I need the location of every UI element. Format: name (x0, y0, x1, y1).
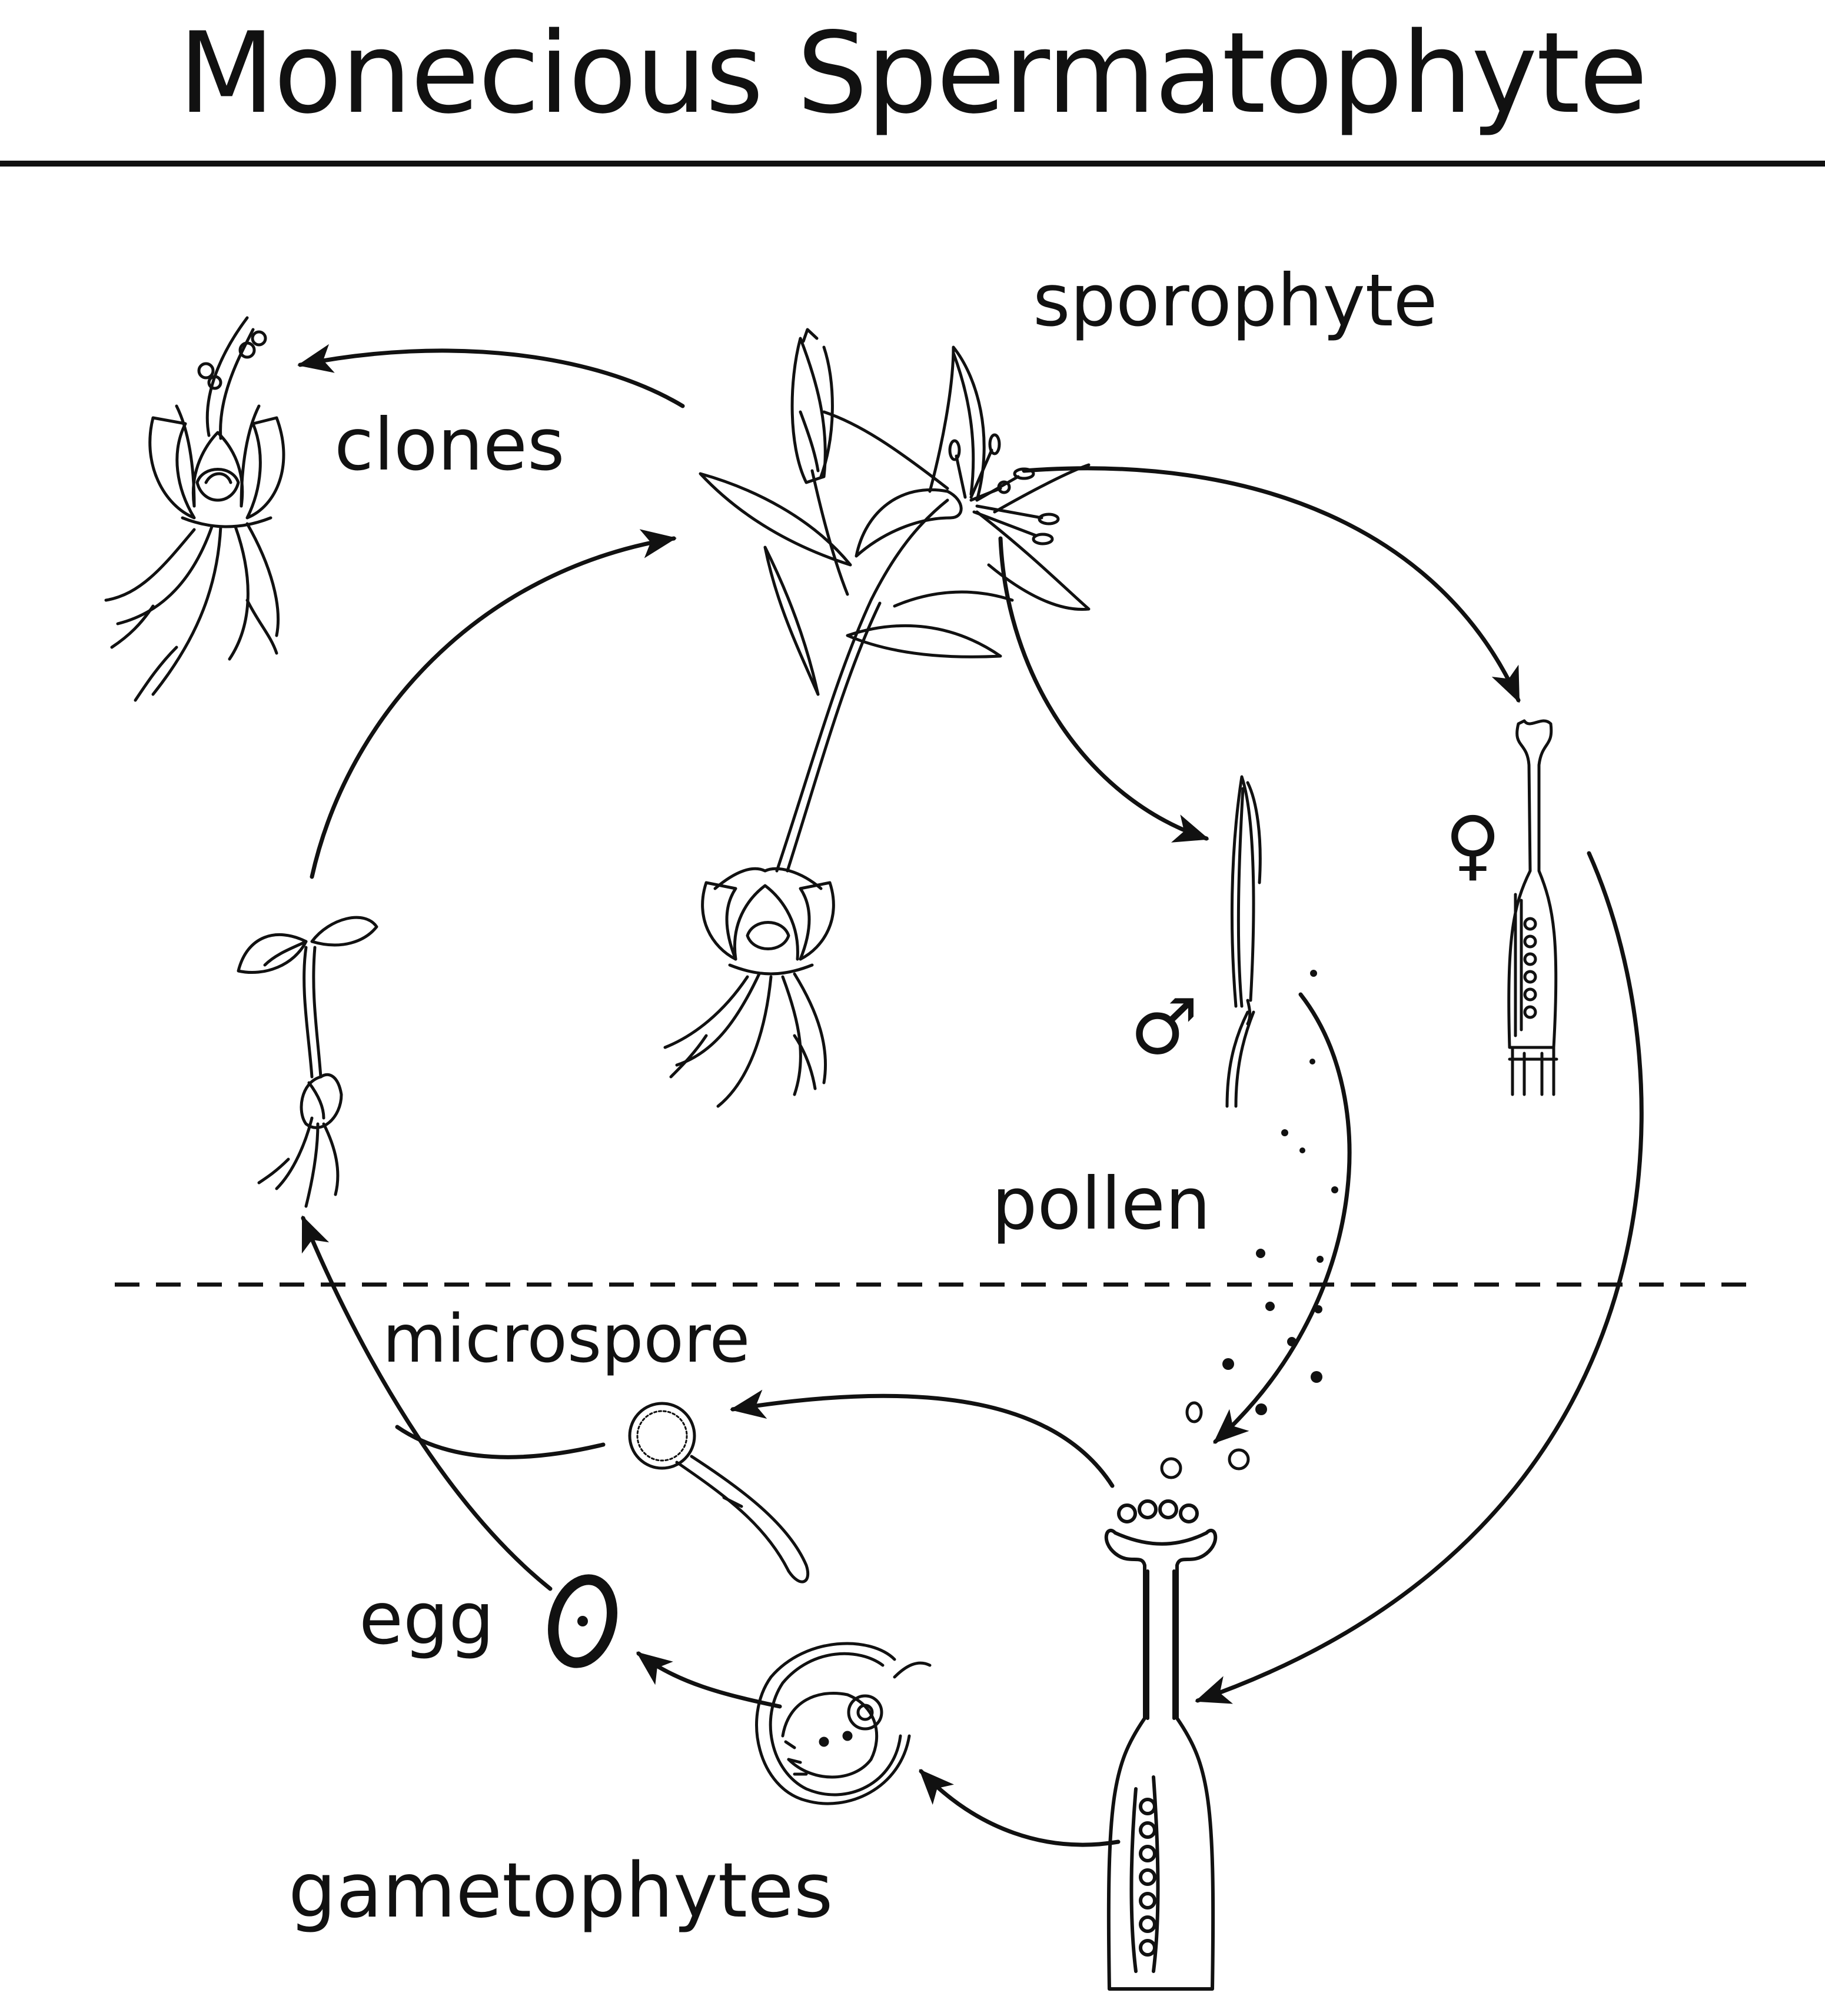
arrow-to-female-organ (1022, 466, 1521, 703)
ovule-illustration (755, 1642, 932, 1805)
seedling-illustration (237, 916, 378, 1208)
pollen-grains-open (1160, 1401, 1250, 1479)
male-symbol-icon: ♂ (1130, 982, 1199, 1072)
arrow-to-egg (636, 1651, 782, 1709)
female-pistil-illustration (1507, 719, 1558, 1096)
arrow-to-microspore (730, 1389, 1115, 1488)
diagram-title: Monecious Spermatophyte (178, 8, 1648, 138)
arrow-to-seedling (301, 1215, 553, 1591)
arrow-microspore-join (395, 1425, 606, 1459)
arrow-female-to-pistil (1195, 851, 1644, 1704)
arrow-to-clones (297, 344, 685, 408)
clones-bulb-illustration (104, 316, 285, 702)
gametophyte-pistil-illustration (1104, 1499, 1218, 1991)
arrow-seedling-to-sporophyte (310, 529, 677, 879)
arrow-to-male-organ (998, 536, 1209, 843)
sporophyte-lily-illustration (663, 328, 1091, 1108)
label-sporophyte: sporophyte (1033, 259, 1438, 342)
female-symbol-icon: ♀ (1445, 800, 1501, 889)
arrow-pollen-to-stigma (1213, 992, 1352, 1444)
label-microspore: microspore (383, 1301, 750, 1378)
microspore-illustration (628, 1402, 810, 1583)
pollen-grains (1222, 970, 1338, 1415)
label-egg: egg (359, 1577, 494, 1661)
label-pollen: pollen (992, 1162, 1211, 1246)
arrow-to-ovule (919, 1769, 1121, 1847)
male-stamen-illustration (1225, 775, 1262, 1108)
egg-illustration (548, 1574, 617, 1668)
label-clones: clones (334, 403, 565, 487)
label-gametophytes: gametophytes (288, 1847, 833, 1935)
